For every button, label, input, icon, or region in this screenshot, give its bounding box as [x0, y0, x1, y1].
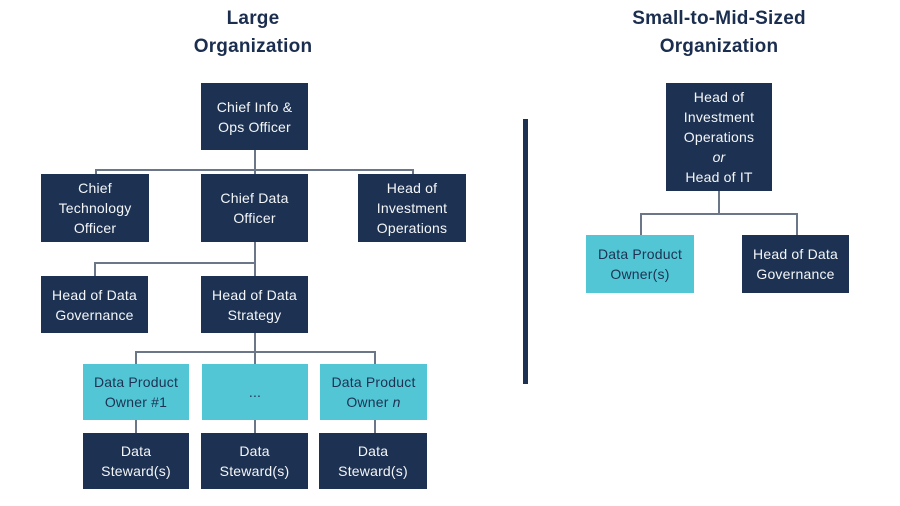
- org-box-chief-technology-officer: Chief Technology Officer: [41, 174, 149, 242]
- box-label-line: Head of Data: [52, 286, 137, 303]
- box-label-line: Steward(s): [338, 463, 408, 479]
- org-box-data-stewards-2: Data Steward(s): [201, 433, 308, 489]
- connector-line: [254, 351, 256, 365]
- connector-line: [254, 262, 256, 276]
- box-label-line: Operations: [376, 220, 448, 236]
- box-label-line: Head of Data: [753, 246, 838, 262]
- org-box-chief-data-officer: Chief Data Officer: [201, 174, 308, 242]
- box-label-line: Data: [120, 443, 152, 459]
- box-label-line: Data: [357, 443, 389, 459]
- connector-line: [254, 242, 256, 262]
- box-label-line: Ops Officer: [218, 118, 291, 135]
- connector-line: [254, 150, 256, 170]
- org-box-chief-info-ops-officer: Chief Info & Ops Officer: [201, 83, 308, 150]
- box-label-italic-or: or: [712, 149, 726, 165]
- connector-line: [135, 351, 137, 365]
- org-box-data-stewards-1: Data Steward(s): [83, 433, 189, 489]
- org-box-head-investment-operations: Head of Investment Operations: [358, 174, 466, 242]
- box-label-line: Owner n: [346, 392, 400, 412]
- org-box-data-product-owner-ellipsis: ...: [202, 364, 308, 420]
- org-box-head-data-strategy: Head of Data Strategy: [201, 276, 308, 333]
- connector-line: [640, 213, 797, 215]
- connector-line: [412, 169, 414, 175]
- org-box-data-stewards-3: Data Steward(s): [319, 433, 427, 489]
- connector-line: [94, 262, 255, 264]
- large-org-title-line1: Large: [226, 8, 280, 29]
- org-box-head-data-governance-small: Head of Data Governance: [742, 235, 849, 293]
- box-label-line: ...: [248, 384, 262, 400]
- box-label-line: Steward(s): [101, 463, 171, 479]
- org-box-data-product-owner-1: Data Product Owner #1: [83, 364, 189, 420]
- box-label-line: Investment: [683, 109, 755, 125]
- box-label-line: Data Product: [93, 374, 179, 390]
- box-label-line: Chief Data: [220, 190, 289, 206]
- box-label-line: Operations: [683, 129, 755, 145]
- org-box-head-invest-ops-or-head-it: Head of Investment Operations or Head of…: [666, 83, 772, 191]
- connector-line: [374, 351, 376, 365]
- box-label-line: Head of: [386, 180, 438, 196]
- box-label-line: Officer: [233, 210, 276, 226]
- box-label-line: Governance: [756, 266, 835, 282]
- box-label-italic-n: n: [392, 394, 401, 410]
- box-label-line: Head of: [693, 89, 745, 105]
- org-box-head-data-governance: Head of Data Governance: [41, 276, 148, 333]
- box-label-line: Data Product: [597, 246, 683, 262]
- connector-line: [640, 213, 642, 235]
- connector-line: [254, 333, 256, 352]
- connector-line: [254, 420, 256, 433]
- box-label-line: Head of IT: [685, 169, 753, 185]
- connector-line: [94, 262, 96, 276]
- box-label-line: Governance: [55, 306, 134, 323]
- connector-line: [718, 191, 720, 214]
- box-label-line: Steward(s): [219, 463, 290, 479]
- large-org-title: Large Organization: [103, 5, 403, 61]
- box-label-line: Technology: [58, 200, 132, 216]
- connector-line: [374, 420, 376, 433]
- small-org-title: Small-to-Mid-Sized Organization: [569, 5, 869, 61]
- org-box-data-product-owners: Data Product Owner(s): [586, 235, 694, 293]
- box-label-line: Officer: [73, 220, 117, 236]
- connector-line: [95, 169, 97, 175]
- box-label-line: Head of Data: [212, 286, 297, 303]
- box-label-line: Owner #1: [104, 394, 168, 410]
- box-label-line: Data: [239, 443, 270, 459]
- small-org-title-line2: Organization: [659, 36, 779, 57]
- org-box-data-product-owner-n: Data Product Owner n: [320, 364, 427, 420]
- connector-line: [796, 213, 798, 235]
- box-label-line: Strategy: [227, 306, 282, 323]
- connector-line: [135, 420, 137, 433]
- box-label-line: Investment: [376, 200, 448, 216]
- large-org-title-line2: Organization: [193, 36, 313, 57]
- small-org-title-line1: Small-to-Mid-Sized: [632, 8, 806, 29]
- box-label-line: Data Product: [331, 374, 416, 390]
- box-label-line: Owner(s): [610, 266, 670, 282]
- connector-line: [254, 169, 256, 175]
- box-label-line: Chief: [78, 180, 112, 196]
- box-label-part: Owner: [346, 394, 393, 410]
- section-divider: [523, 119, 528, 384]
- box-label-line: Chief Info &: [216, 98, 293, 115]
